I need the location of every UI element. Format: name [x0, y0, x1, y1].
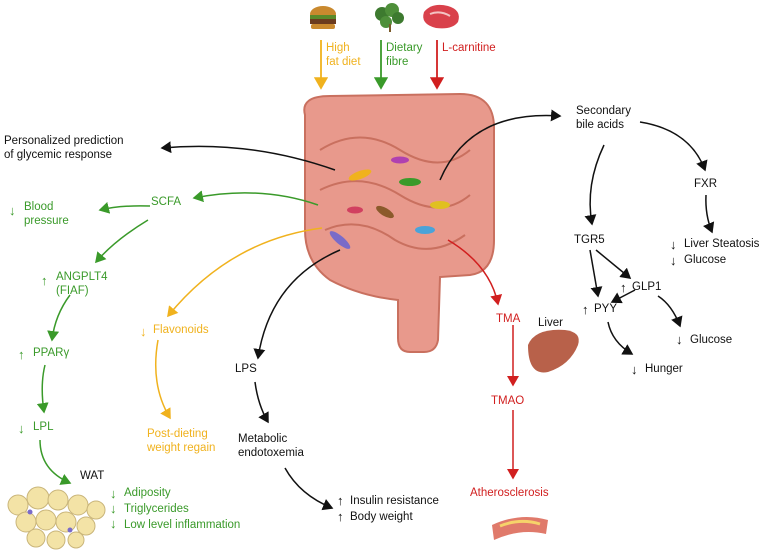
- pyy-up-icon: ↑: [582, 302, 589, 317]
- label-liver: Liver: [538, 317, 563, 329]
- label-l-carnitine: L-carnitine: [442, 42, 496, 54]
- triglycerides-down-icon: ↓: [110, 501, 117, 516]
- angplt4-up-icon: ↑: [41, 273, 48, 288]
- label-lpl: LPL: [33, 421, 54, 433]
- label-glucose2: Glucose: [690, 334, 733, 346]
- arrow-tgr5-glp1: [595, 249, 632, 279]
- label-lps: LPS: [235, 363, 257, 375]
- label-body-weight: Body weight: [350, 511, 413, 523]
- hunger-down-icon: ↓: [631, 362, 638, 377]
- insulin-up-icon: ↑: [337, 493, 344, 508]
- label-glp1: GLP1: [632, 281, 662, 293]
- arrow-endo-insulin: [284, 467, 334, 511]
- artery-icon: [492, 516, 548, 540]
- arrow-bile-fxr: [639, 121, 708, 172]
- intestine-illustration: [303, 92, 496, 353]
- inflammation-down-icon: ↓: [110, 516, 117, 531]
- label-dietary-fibre: Dietary fibre: [386, 42, 423, 68]
- label-fxr: FXR: [694, 178, 717, 190]
- arrow-fxr-steatosis: [703, 194, 715, 234]
- arrow-angplt4-ppar: [47, 294, 71, 342]
- adiposity-down-icon: ↓: [110, 486, 117, 501]
- arrow-scfa: [192, 190, 319, 206]
- arrow-lps-endo: [254, 381, 269, 424]
- label-steatosis: Liver Steatosis: [684, 238, 760, 250]
- label-secondary-bile: Secondary bile acids: [576, 105, 631, 131]
- label-inflammation: Low level inflammation: [124, 519, 241, 531]
- label-adiposity: Adiposity: [124, 487, 171, 499]
- arrow-flavonoids-regain: [154, 339, 171, 420]
- glp1-up-icon: ↑: [620, 280, 627, 295]
- arrow-glp1-pyy: [610, 289, 636, 304]
- glucose2-down-icon: ↓: [676, 332, 683, 347]
- arrow-tgr5-pyy: [589, 249, 603, 298]
- ppar-up-icon: ↑: [18, 347, 25, 362]
- arrow-personalized: [160, 141, 336, 171]
- arrow-ppar-lpl: [36, 364, 49, 414]
- arrow-pyy-hunger: [607, 321, 634, 355]
- label-flavonoids: Flavonoids: [153, 324, 209, 336]
- label-triglycerides: Triglycerides: [124, 503, 189, 515]
- label-hunger: Hunger: [645, 363, 683, 375]
- arrow-tma: [447, 239, 503, 306]
- label-tmao: TMAO: [491, 395, 525, 407]
- red-meat-icon: [423, 4, 459, 29]
- blood-pressure-down-icon: ↓: [9, 203, 16, 218]
- label-angplt4: ANGPLT4 (FIAF): [56, 271, 108, 297]
- arrow-scfa-angplt4: [95, 219, 149, 264]
- label-tgr5: TGR5: [574, 234, 605, 246]
- label-blood-pressure: Blood pressure: [24, 201, 69, 227]
- label-tma: TMA: [496, 313, 521, 325]
- label-ppar: PPARγ: [33, 347, 70, 359]
- label-endotoxemia: Metabolic endotoxemia: [238, 433, 304, 459]
- burger-icon: [310, 6, 336, 29]
- lpl-down-icon: ↓: [18, 421, 25, 436]
- arrow-lpl-wat: [39, 439, 72, 485]
- label-glucose1: Glucose: [684, 254, 727, 266]
- arrow-glp1-glucose: [657, 295, 683, 328]
- steatosis-down-icon: ↓: [670, 237, 677, 252]
- arrow-scfa-bp: [98, 201, 151, 214]
- label-pyy: PYY: [594, 303, 618, 315]
- body-weight-up-icon: ↑: [337, 509, 344, 524]
- fat-tissue-illustration: [7, 486, 106, 550]
- label-athero: Atherosclerosis: [470, 487, 549, 499]
- arrow-bile-tgr5: [584, 144, 605, 226]
- arrow-flavonoids: [167, 227, 323, 318]
- label-high-fat-diet: High fat diet: [326, 42, 361, 68]
- label-insulin: Insulin resistance: [350, 495, 439, 507]
- leafy-greens-icon: [375, 3, 404, 32]
- flavonoids-down-icon: ↓: [140, 324, 147, 339]
- arrow-bile: [439, 109, 562, 181]
- glucose1-down-icon: ↓: [670, 253, 677, 268]
- label-wat: WAT: [80, 470, 105, 482]
- label-scfa: SCFA: [151, 196, 182, 208]
- label-regain: Post-dieting weight regain: [147, 428, 216, 454]
- liver-icon: [528, 329, 579, 373]
- label-personalized: Personalized prediction of glycemic resp…: [4, 135, 124, 161]
- arrow-lps: [253, 249, 341, 360]
